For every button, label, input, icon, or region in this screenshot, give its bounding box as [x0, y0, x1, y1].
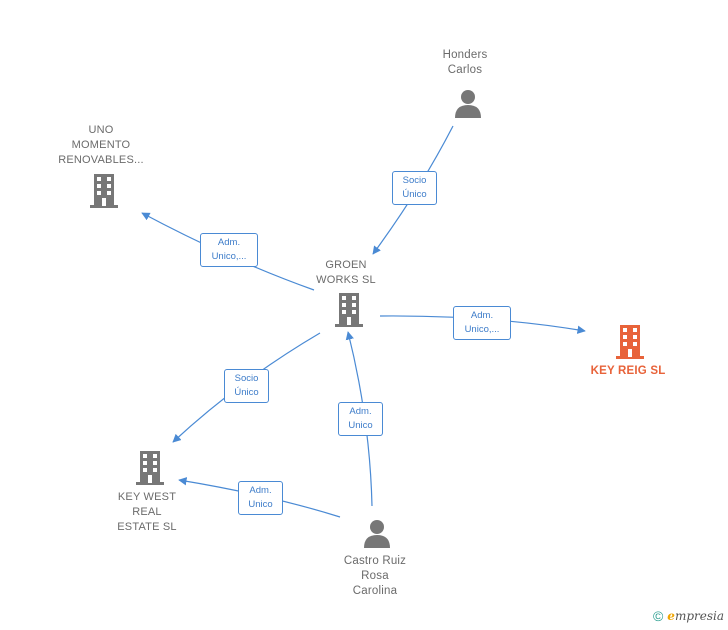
- building-icon[interactable]: [135, 451, 165, 485]
- copyright-icon: ©: [652, 608, 664, 624]
- node-label-groen-works[interactable]: GROEN WORKS SL: [316, 259, 376, 286]
- brand-initial: e: [667, 609, 675, 623]
- edge-label-adm-unico[interactable]: Adm. Unico,...: [200, 233, 258, 267]
- node-label-key-reig[interactable]: KEY REIG SL: [590, 365, 666, 377]
- node-label-uno-momento[interactable]: UNO MOMENTO RENOVABLES...: [58, 124, 144, 166]
- edge-label-adm-unico[interactable]: Adm. Unico: [338, 402, 383, 436]
- building-icon[interactable]: [89, 174, 119, 208]
- node-label-honders[interactable]: Honders Carlos: [442, 49, 488, 76]
- building-icon[interactable]: [334, 293, 364, 327]
- edge-label-socio-unico[interactable]: Socio Único: [392, 171, 437, 205]
- building-icon-focus[interactable]: [615, 325, 645, 359]
- person-icon[interactable]: [363, 518, 391, 548]
- brand-name-text: mpresia: [674, 609, 724, 623]
- brand-name: empresia: [667, 609, 724, 623]
- person-icon[interactable]: [454, 88, 482, 118]
- brand-watermark: © empresia: [653, 608, 724, 624]
- node-label-key-west[interactable]: KEY WEST REAL ESTATE SL: [117, 491, 177, 533]
- edge-label-adm-unico[interactable]: Adm. Unico,...: [453, 306, 511, 340]
- edge-label-adm-unico[interactable]: Adm. Unico: [238, 481, 283, 515]
- edge-label-socio-unico[interactable]: Socio Único: [224, 369, 269, 403]
- node-label-castro-ruiz[interactable]: Castro Ruiz Rosa Carolina: [343, 555, 407, 597]
